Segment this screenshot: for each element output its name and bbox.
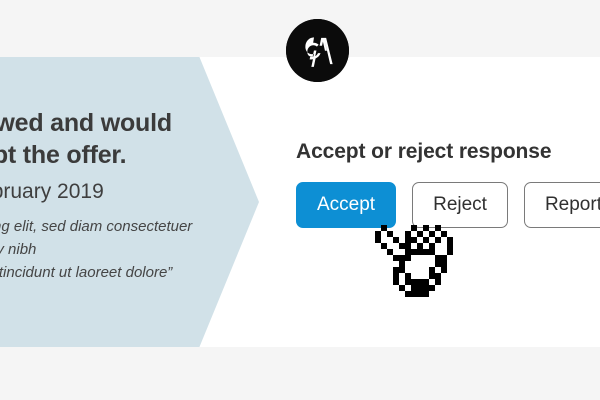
content-card: reviewed and would accept the offer. 12 … bbox=[0, 57, 600, 347]
page-title: Accept or reject response bbox=[296, 140, 552, 163]
action-button-row: Accept Reject Report bbox=[296, 182, 600, 228]
quote-arrow-panel: reviewed and would accept the offer. 12 … bbox=[0, 57, 259, 347]
quote-body-line-3: euismod tincidunt ut laoreet dolore” bbox=[0, 263, 173, 281]
quote-date: 12 February 2019 bbox=[0, 180, 104, 203]
quote-body-line-1: “adipiscing elit, sed diam consectetuer bbox=[0, 218, 193, 235]
accept-button[interactable]: Accept bbox=[296, 182, 397, 228]
report-button[interactable]: Report bbox=[523, 182, 600, 228]
reject-button[interactable]: Reject bbox=[412, 182, 508, 228]
quote-body-line-2: nonummy nibh bbox=[0, 240, 37, 258]
quote-headline-line-2: accept the offer. bbox=[0, 141, 127, 169]
quote-text-block: reviewed and would accept the offer. 12 … bbox=[0, 107, 238, 284]
action-panel: Accept or reject response Accept Reject … bbox=[296, 140, 600, 228]
gm-logo-icon bbox=[286, 19, 349, 82]
quote-headline-line-1: reviewed and would bbox=[0, 109, 172, 137]
